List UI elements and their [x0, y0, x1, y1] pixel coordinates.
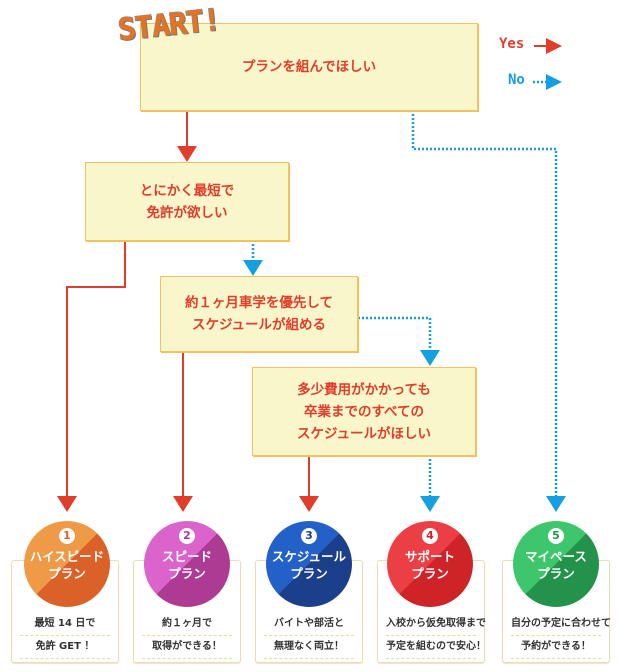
legend-no-label: No — [508, 72, 525, 88]
legend-yes-label: Yes — [499, 36, 525, 52]
plan-name: プラン — [48, 566, 86, 581]
yes-arrowhead — [177, 146, 197, 162]
question-box-shortest: とにかく最短で 免許が欲しい — [85, 162, 289, 241]
no-connector-q3-q4 — [358, 316, 432, 352]
plan-badge-1: 1 ハイスピード プラン — [24, 521, 110, 607]
legend-yes-arrowhead — [546, 38, 562, 54]
plan-desc-line: 約１ヶ月で — [142, 613, 232, 636]
question-text: 卒業までのすべての — [303, 403, 424, 420]
plan-badge-5: 5 マイペース プラン — [513, 521, 599, 607]
plan-name: スケジュール — [271, 549, 347, 564]
plan-badge-4: 4 サポート プラン — [387, 521, 473, 607]
plan-desc-line: 最短 14 日で — [20, 613, 110, 636]
plan-desc-line: 免許 GET ！ — [20, 636, 110, 659]
yes-arrowhead — [57, 496, 77, 512]
question-text: 約１ヶ月車学を優先して — [184, 295, 334, 311]
question-text: スケジュールが組める — [191, 317, 327, 333]
plan-number-icon: 4 — [422, 528, 438, 544]
plan-desc-line: 入校から仮免取得まで — [386, 613, 486, 636]
plan-desc-line: バイトや部活と — [264, 613, 354, 636]
plan-name: プラン — [168, 566, 206, 581]
no-connector-q1-plan5 — [411, 114, 558, 498]
plan-badge-3: 3 スケジュール プラン — [266, 521, 352, 607]
plan-name: マイペース — [525, 549, 587, 564]
plan-number-icon: 1 — [59, 528, 75, 544]
plan-number-icon: 5 — [548, 528, 564, 544]
yes-arrowhead — [299, 496, 319, 512]
plan-name: スピード — [161, 549, 212, 564]
question-text: スケジュールがほしい — [296, 425, 432, 442]
no-arrowhead — [420, 350, 440, 366]
no-arrowhead — [243, 260, 263, 276]
yes-connector-q2-plan1 — [66, 240, 126, 498]
question-text: 多少費用がかかっても — [297, 381, 431, 398]
yes-arrowhead — [173, 496, 193, 512]
legend-no-arrowhead — [546, 74, 562, 90]
question-text: とにかく最短で — [139, 182, 235, 199]
question-box-plan-request: プランを組んでほしい — [140, 23, 478, 111]
question-text: 免許が欲しい — [146, 204, 228, 221]
plan-desc-line: 取得ができる！ — [142, 636, 232, 659]
question-text: プランを組んでほしい — [241, 59, 377, 75]
plan-desc-line: 予定を組むので安心！ — [386, 636, 486, 659]
question-box-one-month: 約１ヶ月車学を優先して スケジュールが組める — [160, 276, 358, 352]
plan-desc-line: 自分の予定に合わせて — [511, 613, 611, 636]
plan-desc-line: 無理なく両立！ — [264, 636, 354, 659]
plan-name: プラン — [537, 566, 575, 581]
plan-name: サポート — [404, 549, 455, 564]
no-arrowhead — [546, 496, 566, 512]
plan-number-icon: 2 — [179, 528, 195, 544]
plan-desc-line: 予約ができる！ — [511, 636, 601, 659]
plan-badge-2: 2 スピード プラン — [144, 521, 230, 607]
no-arrowhead — [420, 496, 440, 512]
plan-name: プラン — [290, 566, 328, 581]
plan-name: ハイスピード — [29, 549, 105, 564]
plan-number-icon: 3 — [301, 528, 317, 544]
plan-name: プラン — [411, 566, 449, 581]
question-box-full-schedule: 多少費用がかかっても 卒業までのすべての スケジュールがほしい — [252, 367, 476, 456]
